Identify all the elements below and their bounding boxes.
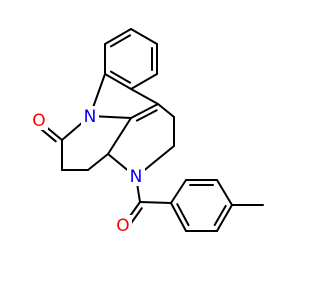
bond-tolyl-1: [170, 179, 187, 204]
bond-lactam-1: [87, 153, 109, 171]
benzoyl-oxygen-label: O: [116, 216, 129, 236]
bond-layer: [37, 28, 264, 232]
bond-benzo-4: [130, 73, 158, 90]
atom-label-layer: O N N O: [30, 106, 145, 236]
bond-indole-3-inner: [135, 109, 158, 122]
indole-nitrogen-atom: N: [81, 106, 99, 127]
bond-tolyl-6-inner: [176, 203, 190, 227]
bond-tolyl-4-inner: [213, 204, 227, 227]
bond-indole-3: [130, 103, 159, 119]
indole-nitrogen-label: N: [84, 107, 97, 127]
bond-tolyl-4: [216, 204, 233, 232]
bond-indole-4: [130, 88, 159, 105]
bond-benzo-1-inner: [109, 34, 132, 48]
bond-benzo-1: [104, 28, 132, 45]
bond-benzo-5-inner: [109, 70, 132, 84]
bond-benzo-2: [130, 28, 158, 45]
molecule-structure-diagram: O N N O: [30, 28, 264, 236]
amide-nitrogen-atom: N: [127, 166, 145, 187]
bond-tolyl-3: [216, 179, 233, 206]
benzoyl-oxygen-atom: O: [114, 215, 132, 236]
bond-ring-1: [157, 103, 175, 118]
bond-benzo-5: [104, 73, 132, 90]
lactam-oxygen-atom: O: [30, 110, 48, 131]
bond-carbonyl-aryl: [139, 201, 172, 204]
bond-tolyl-6: [170, 202, 187, 232]
lactam-oxygen-label: O: [32, 111, 45, 131]
amide-nitrogen-label: N: [130, 167, 143, 187]
bond-ring-5: [107, 117, 132, 155]
